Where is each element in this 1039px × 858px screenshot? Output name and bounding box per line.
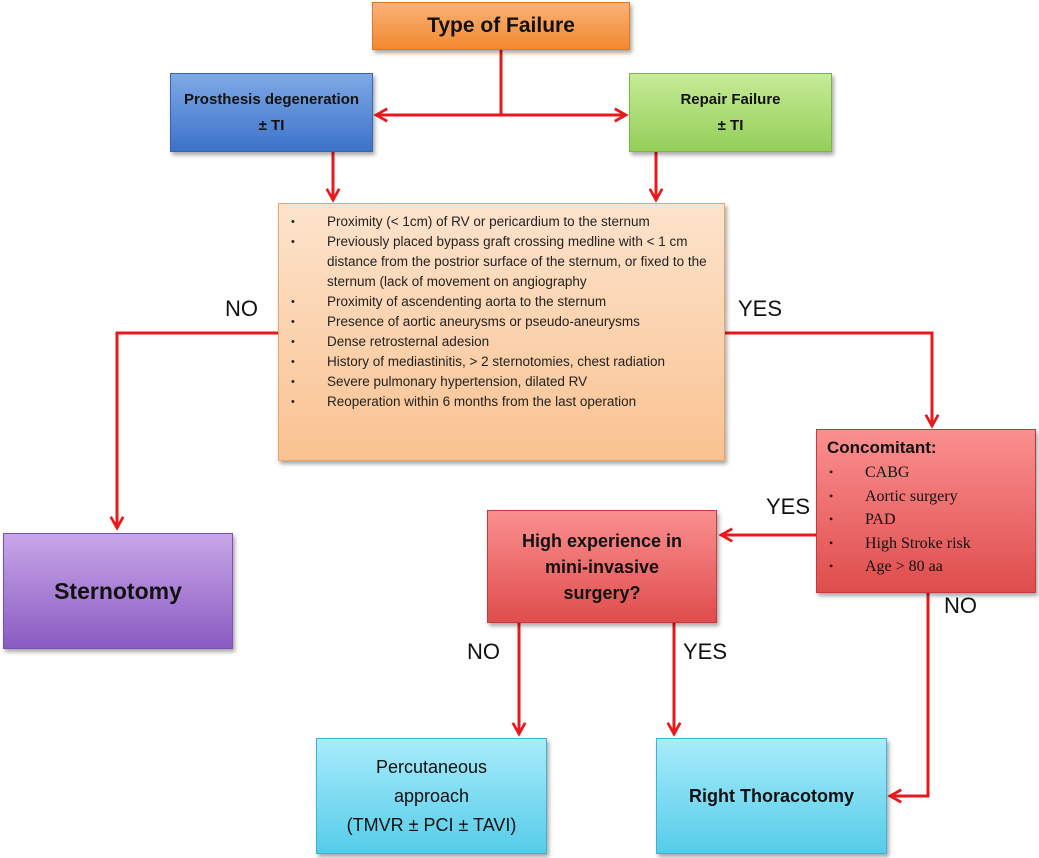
edge-label-experience-no: NO xyxy=(467,639,500,664)
sternotomy-risk-criteria-node: Proximity (< 1cm) of RV or pericardium t… xyxy=(278,203,725,461)
criteria-item: Severe pulmonary hypertension, dilated R… xyxy=(287,372,712,392)
concomitant-item: High Stroke risk xyxy=(827,532,971,556)
arrow-criteria-no xyxy=(117,331,278,528)
type-of-failure-label: Type of Failure xyxy=(427,14,575,37)
concomitant-node: Concomitant: CABG Aortic surgery PAD Hig… xyxy=(816,429,1036,593)
thoracotomy-label: Right Thoracotomy xyxy=(689,785,854,806)
criteria-item: Proximity of ascendenting aorta to the s… xyxy=(287,292,712,312)
repair-ti-label: ± TI xyxy=(717,116,744,134)
prosthesis-label: Prosthesis degeneration xyxy=(183,90,360,108)
percutaneous-line-2: approach xyxy=(393,785,470,806)
concomitant-item: Aortic surgery xyxy=(827,485,971,509)
concomitant-item: Age > 80 aa xyxy=(827,555,971,579)
criteria-item: Presence of aortic aneurysms or pseudo-a… xyxy=(287,312,712,332)
prosthesis-ti-label: ± TI xyxy=(258,116,285,134)
concomitant-title: Concomitant: xyxy=(827,438,937,457)
criteria-item: Proximity (< 1cm) of RV or pericardium t… xyxy=(287,212,712,232)
percutaneous-approach-node: Percutaneous approach (TMVR ± PCI ± TAVI… xyxy=(316,738,547,854)
criteria-item: Reoperation within 6 months from the las… xyxy=(287,392,712,412)
mini-invasive-experience-node: High experience in mini-invasive surgery… xyxy=(487,510,717,623)
criteria-item: Previously placed bypass graft crossing … xyxy=(287,232,712,292)
type-of-failure-node: Type of Failure xyxy=(372,2,630,50)
criteria-item: History of mediastinitis, > 2 sternotomi… xyxy=(287,352,712,372)
percutaneous-line-3: (TMVR ± PCI ± TAVI) xyxy=(346,814,517,835)
concomitant-list: CABG Aortic surgery PAD High Stroke risk… xyxy=(827,461,971,579)
edge-label-criteria-no: NO xyxy=(225,296,258,321)
concomitant-item: CABG xyxy=(827,461,971,485)
sternotomy-node: Sternotomy xyxy=(3,533,233,649)
experience-line-1: High experience in xyxy=(521,530,683,551)
repair-label: Repair Failure xyxy=(680,90,781,108)
criteria-item: Dense retrosternal adesion xyxy=(287,332,712,352)
experience-line-3: surgery? xyxy=(563,582,641,603)
sternotomy-label: Sternotomy xyxy=(54,577,182,604)
percutaneous-line-1: Percutaneous xyxy=(375,756,488,777)
experience-line-2: mini-invasive xyxy=(544,556,660,577)
arrow-criteria-yes xyxy=(725,331,932,426)
right-thoracotomy-node: Right Thoracotomy xyxy=(656,738,887,854)
prosthesis-degeneration-node: Prosthesis degeneration ± TI xyxy=(170,73,373,152)
repair-failure-node: Repair Failure ± TI xyxy=(629,73,832,152)
edge-label-experience-yes: YES xyxy=(683,639,728,664)
edge-label-concomitant-no: NO xyxy=(944,593,977,618)
arrow-concomitant-no xyxy=(890,593,930,796)
edge-label-concomitant-yes: YES xyxy=(766,494,811,519)
edge-label-criteria-yes: YES xyxy=(738,296,783,321)
criteria-list: Proximity (< 1cm) of RV or pericardium t… xyxy=(287,212,712,412)
concomitant-item: PAD xyxy=(827,508,971,532)
